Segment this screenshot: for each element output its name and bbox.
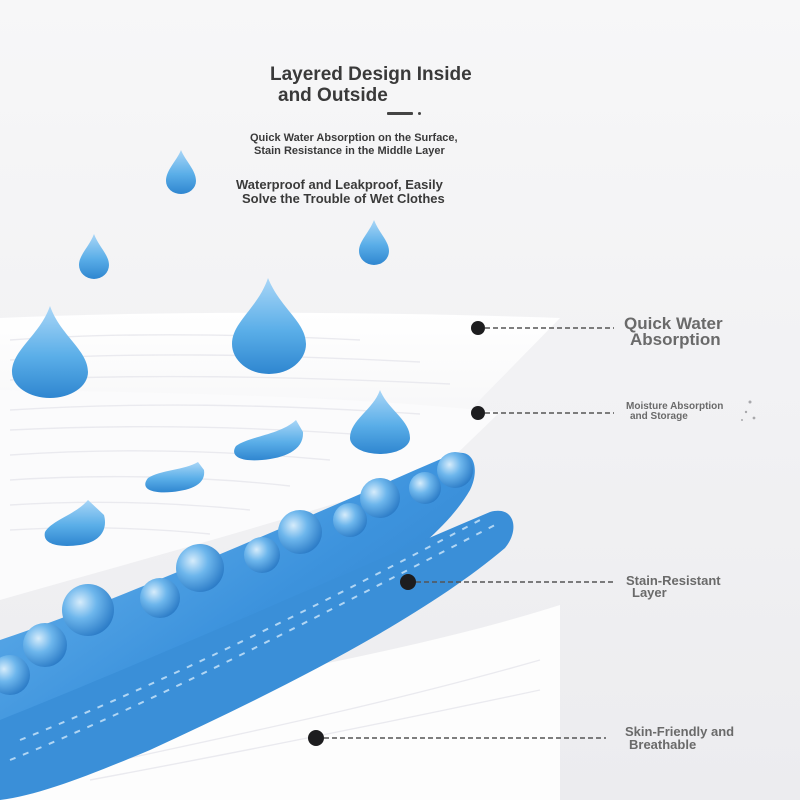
title-divider-dot <box>418 112 421 115</box>
callout-dot <box>400 574 416 590</box>
callout-label-line-1: Moisture Absorption <box>626 401 724 412</box>
water-droplets <box>12 150 410 546</box>
water-drop-icon <box>145 462 205 493</box>
subtitle-absorption: Quick Water Absorption on the Surface, S… <box>250 132 550 158</box>
title-line-1: Layered Design Inside <box>270 64 472 85</box>
callout-connectors <box>308 321 614 746</box>
gel-bubbles <box>0 452 473 695</box>
callout-dot <box>308 730 324 746</box>
water-drop-icon <box>232 278 306 374</box>
callout-label-line-2: Absorption <box>630 330 721 349</box>
callout-dot <box>471 406 485 420</box>
callout-stain-resistant: Stain-Resistant Layer <box>626 573 721 600</box>
callout-quick-water-absorption: Quick Water Absorption <box>624 314 723 349</box>
water-drop-icon <box>166 150 196 194</box>
water-drop-icon <box>44 500 105 546</box>
title-divider <box>387 112 413 115</box>
water-drop-icon <box>350 390 410 454</box>
callout-label-line-2: and Storage <box>630 411 688 422</box>
subtitle-waterproof-line-2: Solve the Trouble of Wet Clothes <box>242 191 445 206</box>
subtitle-absorption-line-1: Quick Water Absorption on the Surface, <box>250 132 458 144</box>
water-drop-icon <box>359 220 389 265</box>
gel-highlights <box>9 519 496 761</box>
callout-dot <box>471 321 485 335</box>
callout-label-line-1: Skin-Friendly and <box>625 724 735 739</box>
callout-label-line-2: Breathable <box>629 737 697 752</box>
subtitle-absorption-line-2: Stain Resistance in the Middle Layer <box>254 145 445 157</box>
page-title: Layered Design Inside and Outside <box>270 64 570 106</box>
sparkle-icon <box>741 400 756 421</box>
water-drop-icon <box>79 234 109 279</box>
callout-moisture-absorption: Moisture Absorption and Storage <box>626 402 723 422</box>
gel-layer-front <box>0 510 514 800</box>
water-drop-icon <box>12 306 88 398</box>
callout-label-line-1: Stain-Resistant <box>626 573 721 588</box>
subtitle-waterproof: Waterproof and Leakproof, Easily Solve t… <box>236 178 536 206</box>
subtitle-waterproof-line-1: Waterproof and Leakproof, Easily <box>236 177 443 192</box>
callout-skin-friendly: Skin-Friendly and Breathable <box>625 725 734 751</box>
callout-label-line-2: Layer <box>632 585 667 600</box>
title-line-2: and Outside <box>278 85 388 106</box>
callout-label-line-1: Quick Water <box>624 314 723 333</box>
water-drop-icon <box>234 420 304 461</box>
